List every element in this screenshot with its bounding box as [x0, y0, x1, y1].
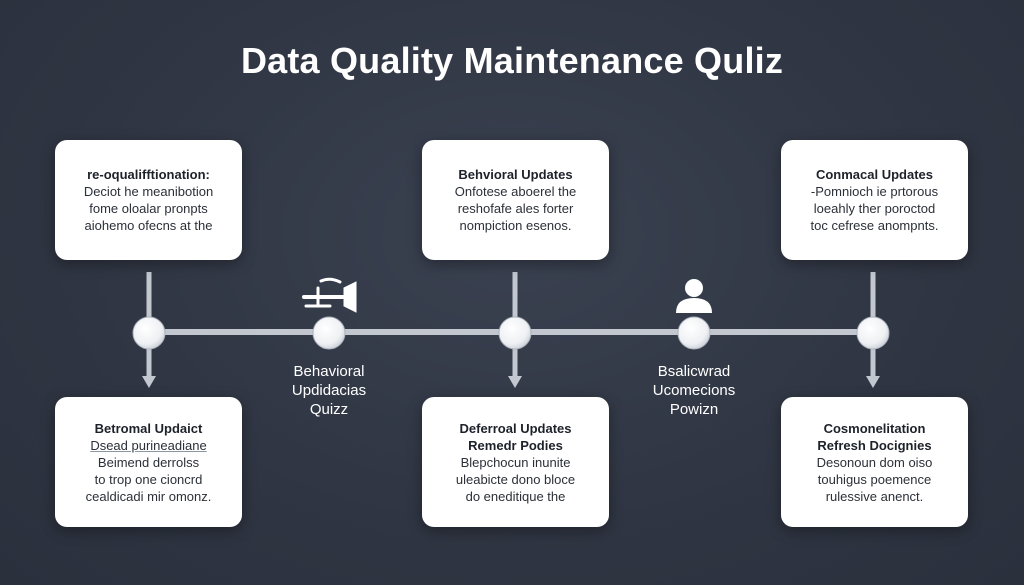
card-line: do eneditique the — [465, 488, 566, 504]
card-line: Deciot he meanibotion — [83, 184, 214, 199]
node-label-line: Updidacias — [291, 382, 367, 399]
card-title: Behvioral Updates — [458, 167, 573, 182]
timeline-node-2 — [312, 316, 346, 350]
card-title: Conmacal Updates — [815, 167, 934, 182]
card-line: uleabicte dono bloce — [455, 471, 576, 487]
node-label-line: Quizz — [309, 401, 349, 418]
card-title: re-oqualifftionation: — [87, 167, 210, 182]
card-line: Beimend derrolss — [97, 454, 200, 470]
card-subtitle: Refresh Docignies — [817, 437, 932, 453]
card-line: -Pomnioch ie prtorous — [810, 184, 939, 199]
card-line: aiohemo ofecns at the — [84, 218, 213, 233]
node-label-2: Bsalicwrad Ucomecions Powizn — [627, 362, 761, 419]
node-label-line: Behavioral — [293, 363, 365, 380]
node-label-line: Ucomecions — [652, 382, 736, 399]
bottom-card-2: Deferroal Updates Remedr Podies Blepchoc… — [422, 397, 609, 527]
top-card-3: Conmacal Updates -Pomnioch ie prtorous l… — [781, 140, 968, 260]
card-title: Deferroal Updates — [459, 420, 572, 436]
card-line: loeahly ther poroctod — [813, 201, 936, 216]
timeline-node-1 — [132, 316, 166, 350]
card-line: rulessive anenct. — [825, 488, 924, 504]
card-line: fome oloalar pronpts — [89, 201, 208, 216]
node-label-1: Behavioral Updidacias Quizz — [264, 362, 394, 419]
card-line: reshofafe ales forter — [457, 201, 574, 216]
person-icon — [676, 279, 712, 313]
node-label-line: Bsalicwrad — [657, 363, 731, 380]
timeline-node-5 — [856, 316, 890, 350]
page-title: Data Quality Maintenance Quliz — [240, 40, 784, 81]
bottom-card-1: Betromal Updaict Dsead purineadiane Beim… — [55, 397, 242, 527]
horn-icon — [302, 277, 357, 313]
top-card-2: Behvioral Updates Onfotese aboerel the r… — [422, 140, 609, 260]
card-line: nompiction esenos. — [459, 218, 572, 233]
card-line: Blepchocun inunite — [460, 454, 571, 470]
top-card-1: re-oqualifftionation: Deciot he meanibot… — [55, 140, 242, 260]
card-line: Dsead purineadiane — [90, 437, 207, 453]
card-subtitle: Remedr Podies — [468, 437, 563, 453]
timeline-node-4 — [677, 316, 711, 350]
card-line: toc cefrese anompnts. — [810, 218, 939, 233]
node-label-line: Powizn — [669, 401, 719, 418]
card-line: touhigus poemence — [817, 471, 932, 487]
timeline-node-3 — [498, 316, 532, 350]
bottom-card-3: Cosmonelitation Refresh Docignies Desono… — [781, 397, 968, 527]
card-title: Cosmonelitation — [823, 420, 926, 436]
card-line: Desonoun dom oiso — [816, 454, 933, 470]
card-line: cealdicadi mir omonz. — [85, 488, 212, 504]
card-line: Onfotese aboerel the — [454, 184, 577, 199]
card-line: to trop one cioncrd — [94, 471, 203, 487]
card-title: Betromal Updaict — [94, 420, 203, 436]
